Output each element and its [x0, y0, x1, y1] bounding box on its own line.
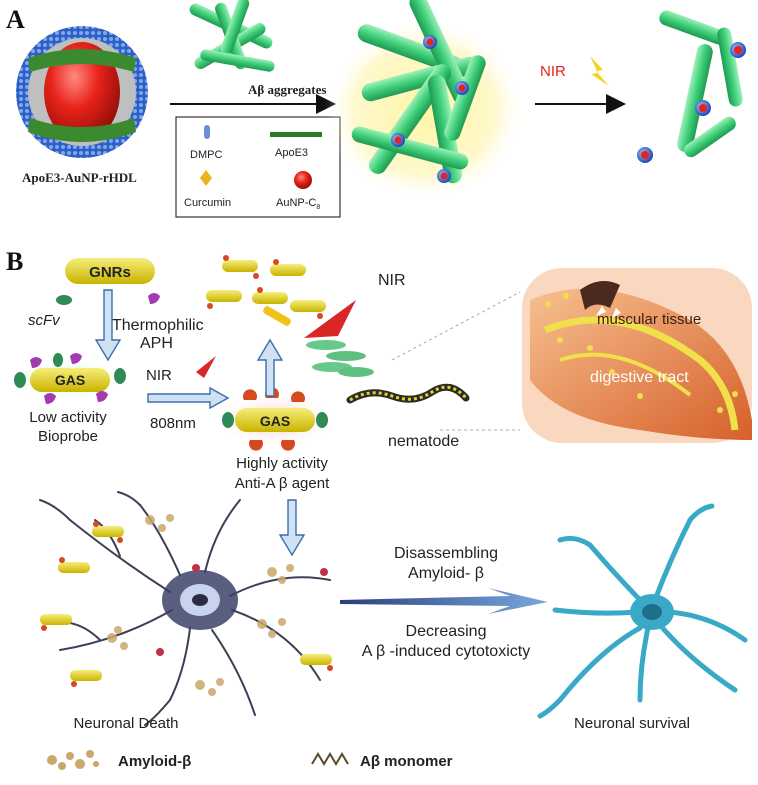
- panel-a-letter: A: [6, 5, 25, 34]
- arrow-down-neuron: [278, 499, 306, 557]
- curcumin-icon: [200, 170, 212, 186]
- aunp-icon: [294, 171, 312, 189]
- legend-amyloid: Amyloid-β: [118, 753, 191, 770]
- nir-label-top: NIR: [378, 272, 406, 289]
- nematode-gut: [349, 385, 468, 402]
- legend-curcumin: Curcumin: [184, 197, 231, 209]
- panel-b-legend: Amyloid-β Aβ monomer: [47, 750, 453, 770]
- legend-dmpc: DMPC: [190, 149, 222, 161]
- nir-label-mid: NIR: [146, 367, 172, 384]
- low-activity-label-1: Low activity: [29, 409, 107, 426]
- apoe3-band-top: [28, 49, 136, 72]
- apoe3-icon: [270, 132, 322, 137]
- legend-apoe3: ApoE3: [275, 147, 308, 159]
- gnrs-label: GNRs: [89, 264, 131, 281]
- neuron-survival-illustration: [537, 503, 748, 719]
- zoom-line-top: [391, 291, 521, 361]
- thermophilic-label-1: Thermophilic: [112, 317, 204, 334]
- monomer-icon: [311, 752, 349, 766]
- muscular-tissue-label: muscular tissue: [597, 311, 701, 328]
- arrow-down-gnrs: [94, 289, 122, 362]
- panel-a: A ApoE3-AuNP-rHDL Aβ aggregates DMPC: [6, 0, 746, 218]
- nir-beam-top: [304, 300, 356, 338]
- dmpc-icon: [204, 125, 210, 139]
- arrow-up-gas: [256, 338, 284, 397]
- gas-label-left: GAS: [55, 372, 85, 388]
- disassembling-label-2: Amyloid- β: [408, 565, 484, 582]
- gas-cluster-top: [206, 255, 326, 326]
- neuronal-survival-label: Neuronal survival: [574, 715, 690, 732]
- aph-icon: [148, 293, 160, 304]
- fibril-aggregate-glow: [325, 0, 525, 202]
- nir-beam-mid: [196, 356, 216, 378]
- fibril-disassembled: [637, 10, 746, 163]
- scfv-label: scFv: [28, 312, 61, 329]
- big-arrow-b: [340, 588, 548, 614]
- abeta-aggregates-label: Aβ aggregates: [248, 82, 326, 97]
- decreasing-label-2: A β -induced cytotoxicty: [362, 643, 530, 660]
- panel-b-letter: B: [6, 247, 23, 276]
- gas-label-mid: GAS: [260, 413, 290, 429]
- legend-monomer: Aβ monomer: [360, 753, 453, 770]
- digestive-tract-label: digestive tract: [590, 369, 689, 386]
- apoe3-aunp-rhdl-particle: [16, 26, 148, 158]
- abeta-fibril-bundle-small: [189, 0, 275, 72]
- panel-a-legend: DMPC ApoE3 Curcumin AuNP-C8: [175, 116, 341, 218]
- particle-label: ApoE3-AuNP-rHDL: [22, 170, 137, 185]
- aggregate-plates: [306, 340, 374, 377]
- arrow-808nm: [147, 386, 230, 410]
- panel-b: B GNRs scFv Thermophilic APH GAS Low act…: [6, 247, 752, 770]
- neuron-death-illustration: [39, 491, 333, 726]
- digestive-tract-illustration: [522, 268, 752, 443]
- nm808-label: 808nm: [150, 415, 196, 432]
- nir-label-a: NIR: [540, 63, 566, 80]
- thermophilic-label-2: APH: [140, 335, 173, 352]
- gnrs-rod: [65, 258, 155, 284]
- disassembling-label-1: Disassembling: [394, 545, 498, 562]
- gas-low-activity: [8, 353, 132, 404]
- nematode-label: nematode: [388, 433, 459, 450]
- high-activity-label-1: Highly activity: [236, 455, 328, 472]
- high-activity-label-2: Anti-A β agent: [235, 475, 330, 492]
- legend-aunp: AuNP-C8: [276, 197, 320, 211]
- decreasing-label-1: Decreasing: [406, 623, 487, 640]
- gold-core: [44, 42, 120, 142]
- gas-high-activity: [213, 387, 337, 451]
- lightning-icon: [590, 56, 609, 86]
- scfv-icon: [56, 295, 72, 305]
- neuronal-death-label: Neuronal Death: [73, 715, 178, 732]
- apoe3-band-bottom: [28, 118, 136, 142]
- low-activity-label-2: Bioprobe: [38, 428, 98, 445]
